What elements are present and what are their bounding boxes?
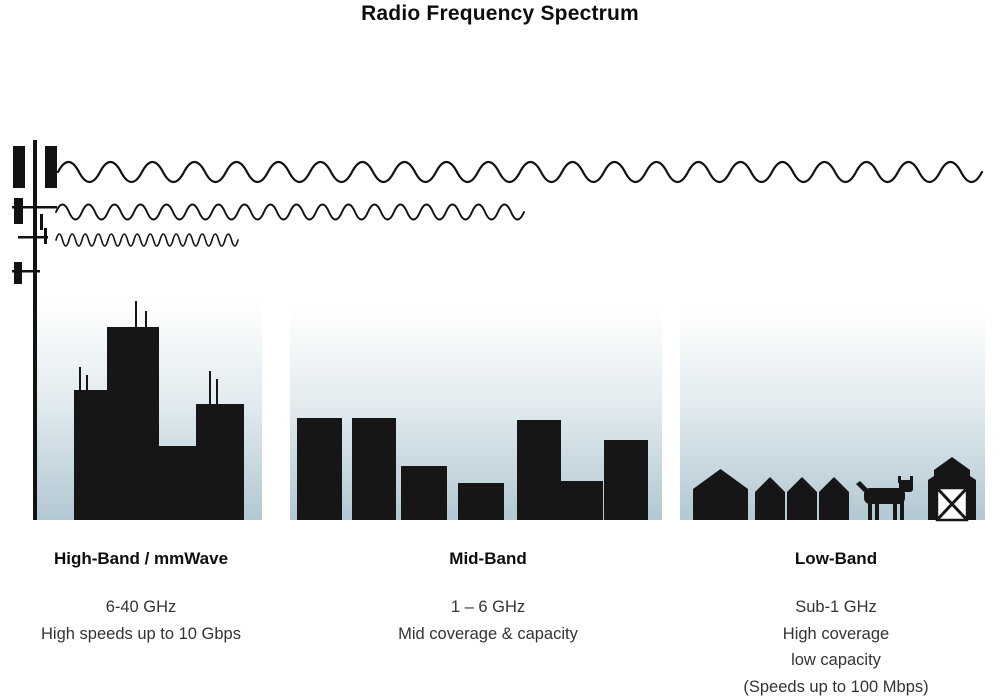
mid-band-label: Mid-Band 1 – 6 GHz Mid coverage & capaci… bbox=[316, 549, 660, 647]
house-icon bbox=[693, 469, 748, 520]
house-icon bbox=[787, 477, 817, 520]
house-icon bbox=[755, 477, 785, 520]
mid-band-wave-icon bbox=[55, 203, 525, 221]
barn-icon bbox=[928, 457, 976, 522]
town-skyline-icon bbox=[297, 418, 648, 520]
cow-icon bbox=[856, 476, 913, 520]
band-detail-line: (Speeds up to 100 Mbps) bbox=[743, 677, 929, 696]
city-skyline-icon bbox=[74, 301, 244, 520]
band-detail-line: Sub-1 GHz bbox=[795, 598, 877, 616]
band-detail-line: 6-40 GHz bbox=[105, 598, 177, 616]
band-detail-line: 1 – 6 GHz bbox=[450, 598, 526, 616]
band-detail-line: low capacity bbox=[791, 651, 881, 669]
band-heading: Mid-Band bbox=[449, 549, 527, 568]
band-heading: High-Band / mmWave bbox=[53, 549, 229, 568]
low-band-wave-icon bbox=[56, 160, 984, 184]
cell-tower-icon bbox=[12, 140, 57, 520]
band-detail-line: High speeds up to 10 Gbps bbox=[41, 624, 241, 643]
diagram-title: Radio Frequency Spectrum bbox=[361, 2, 639, 25]
high-band-label: High-Band / mmWave 6-40 GHz High speeds … bbox=[10, 549, 272, 647]
low-band-label: Low-Band Sub-1 GHz High coverage low cap… bbox=[676, 549, 996, 700]
band-heading: Low-Band bbox=[794, 549, 878, 568]
band-detail-line: Mid coverage & capacity bbox=[398, 624, 578, 643]
spectrum-illustration bbox=[12, 140, 985, 522]
house-icon bbox=[819, 477, 849, 520]
band-detail-line: High coverage bbox=[782, 624, 890, 643]
high-band-wave-icon bbox=[55, 233, 239, 247]
rural-scene-icon bbox=[693, 457, 976, 522]
